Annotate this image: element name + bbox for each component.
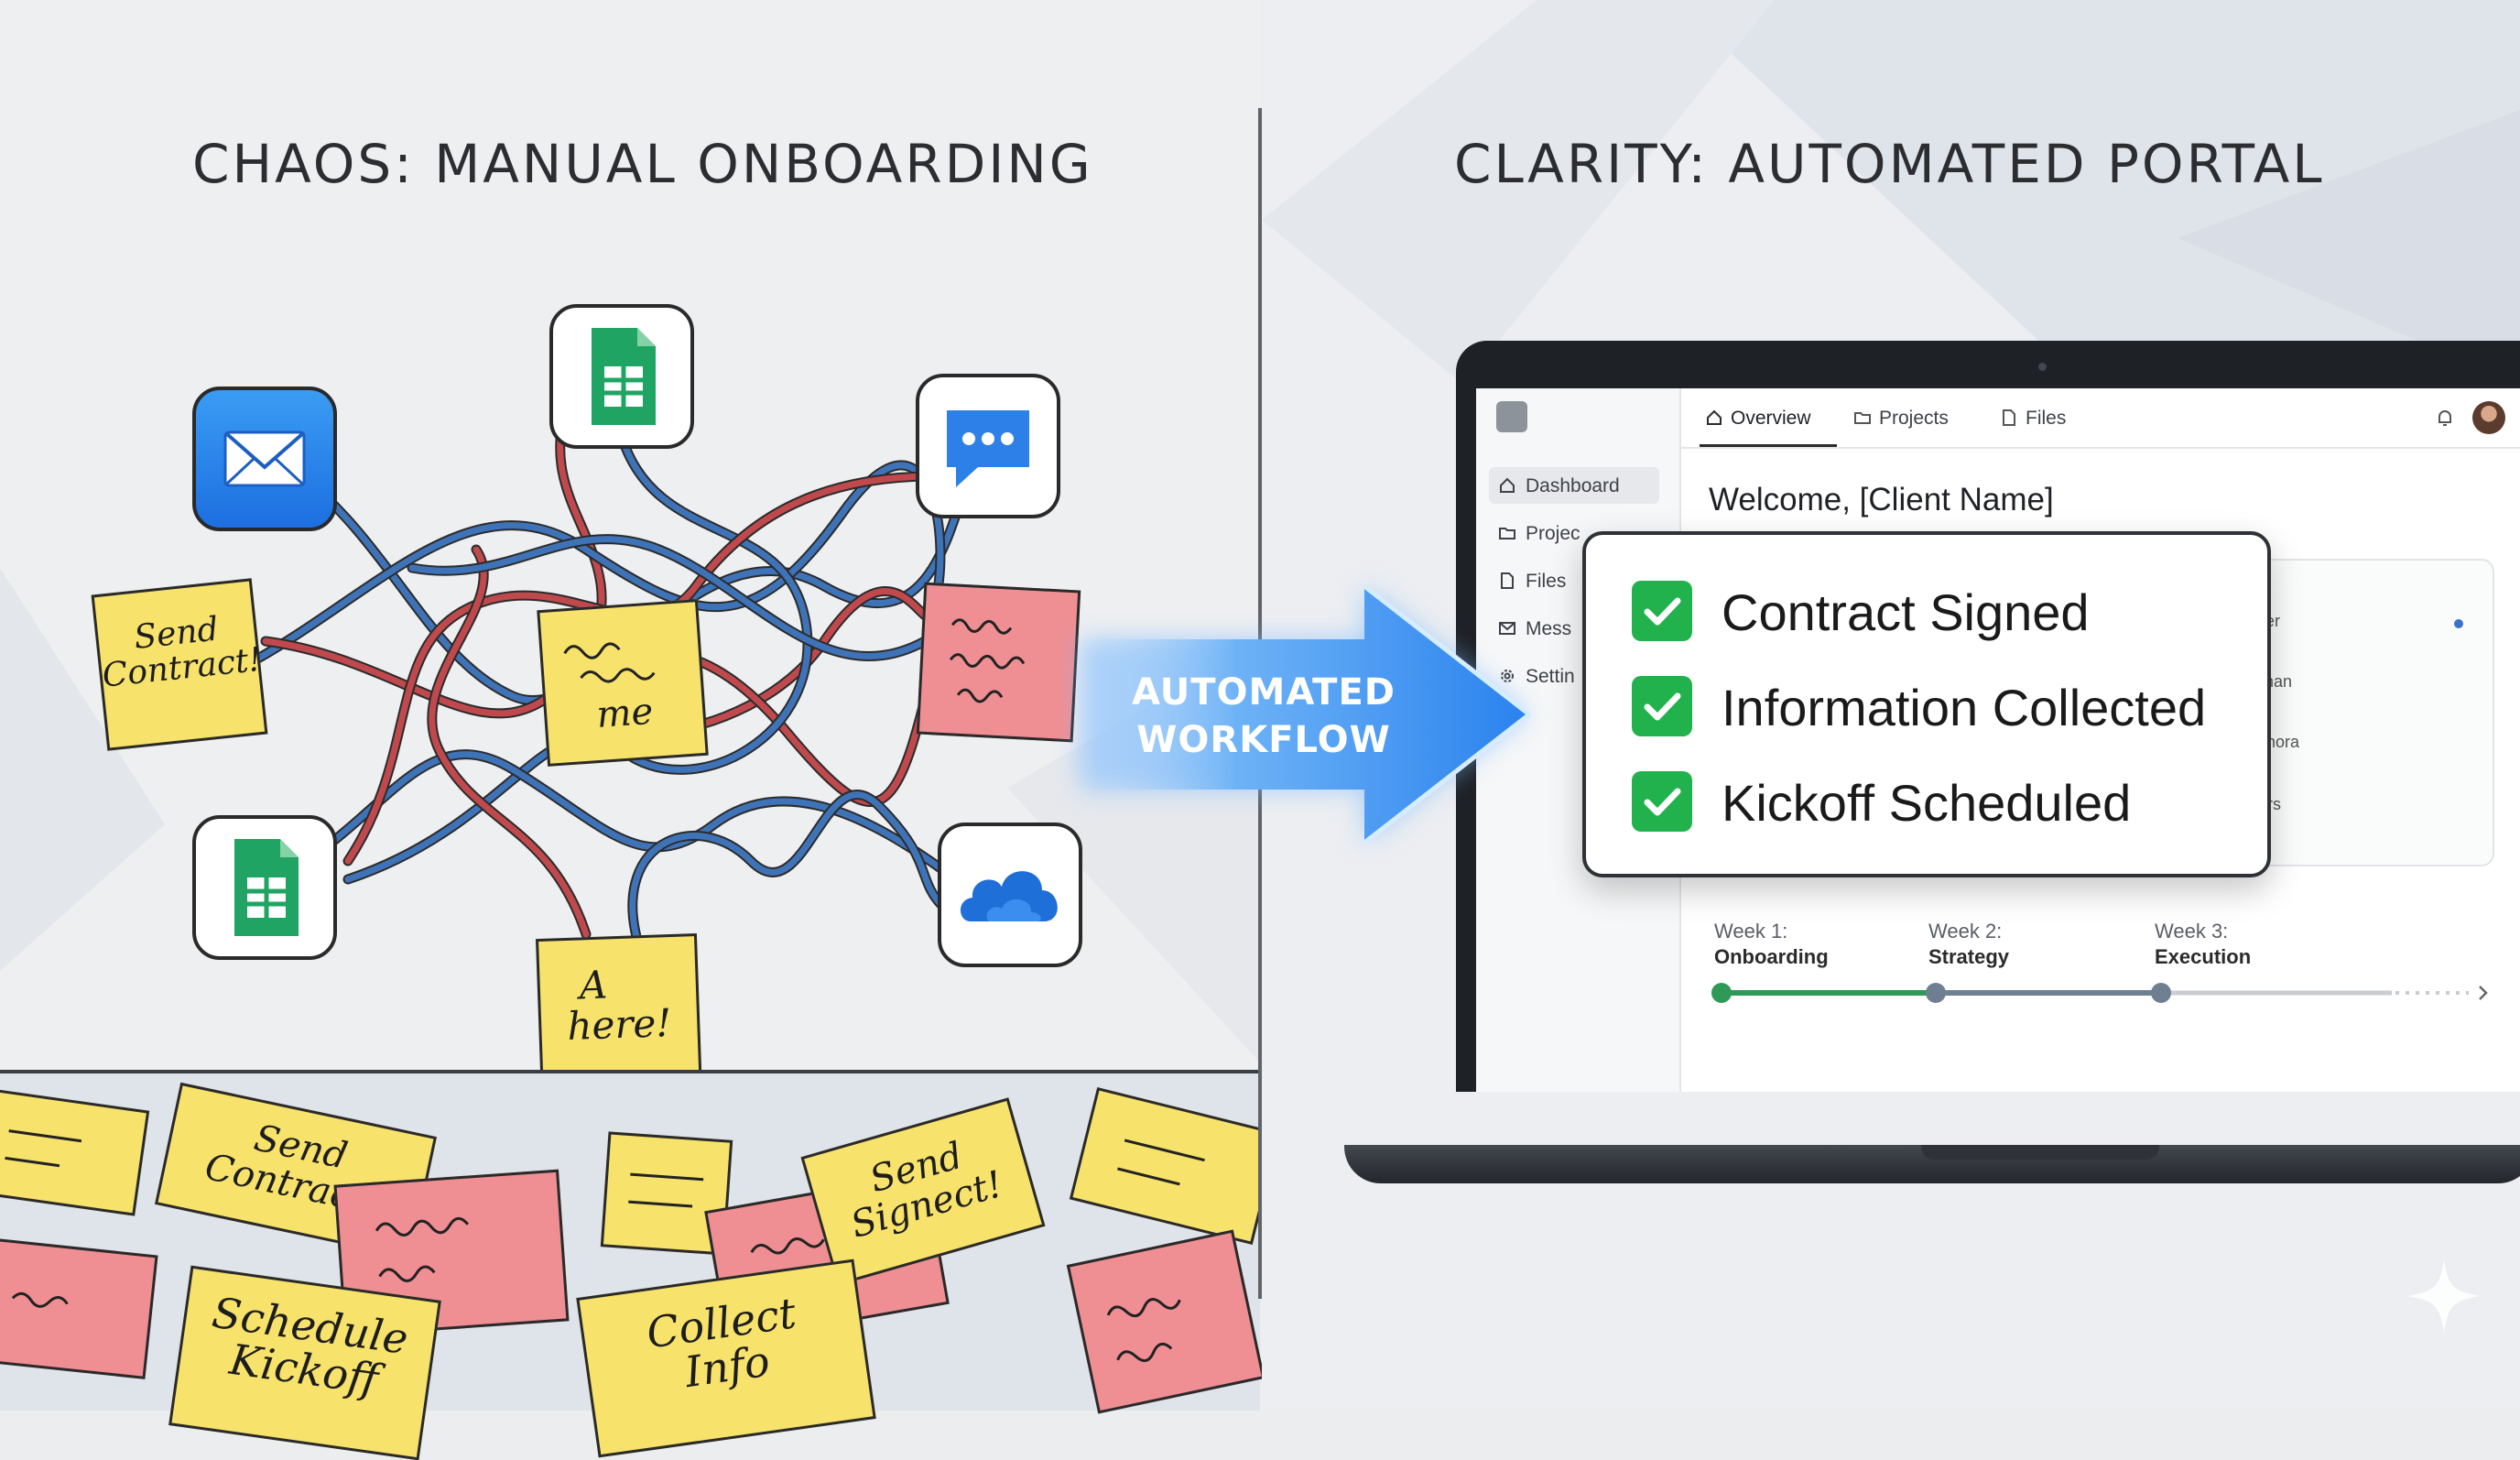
sticky-note: [1069, 1086, 1281, 1246]
sticky-note: Schedule Kickoff: [168, 1265, 441, 1460]
spreadsheet-icon: [549, 304, 694, 449]
laptop-camera: [2038, 363, 2047, 371]
mail-icon: [192, 387, 337, 531]
checklist-item: Kickoff Scheduled: [1722, 774, 2132, 832]
right-panel: CLARITY: AUTOMATED PORTAL Dashboard Proj…: [1262, 0, 2520, 1407]
top-bar: Overview Projects Files: [1679, 388, 2520, 449]
chaos-title: CHAOS: MANUAL ONBOARDING: [192, 133, 1093, 195]
sticky-note: [0, 1237, 158, 1379]
app-logo: [1496, 401, 1527, 432]
sticky-note: [916, 582, 1081, 743]
sidebar-item-label: Dashboard: [1526, 475, 1620, 496]
check-icon: [1632, 676, 1692, 736]
tab-label: Overview: [1731, 408, 1811, 429]
sticky-note: [600, 1131, 733, 1256]
folder-icon: [1499, 528, 1515, 539]
tab-label: Projects: [1879, 408, 1949, 429]
check-icon: [1632, 581, 1692, 641]
arrow-label: AUTOMATED WORKFLOW: [1081, 669, 1447, 764]
spreadsheet-icon: [192, 815, 337, 960]
timeline-week: Week 1:: [1714, 920, 1788, 942]
sidebar-item-label: Mess: [1526, 618, 1572, 639]
sidebar-item-projects[interactable]: Projec: [1489, 515, 1659, 551]
file-icon: [1501, 572, 1514, 589]
sticky-note: [0, 1088, 150, 1216]
sparkle-icon: [2407, 1259, 2481, 1333]
timeline-track: [1711, 983, 2488, 1003]
timeline-week: Week 2:: [1928, 920, 2003, 942]
sidebar-item-dashboard[interactable]: Dashboard: [1489, 467, 1659, 504]
tab-overview[interactable]: Overview: [1700, 388, 1837, 447]
sticky-note: [333, 1169, 570, 1337]
timeline-label: Onboarding: [1714, 945, 1829, 968]
mail-icon: [1499, 622, 1515, 635]
sticky-note: Send Contract!: [91, 578, 268, 751]
left-panel: CHAOS: MANUAL ONBOARDING: [0, 0, 1281, 1460]
laptop-notch: [1921, 1145, 2159, 1160]
sidebar-item-label: Projec: [1526, 523, 1580, 544]
sidebar-item-label: Files: [1526, 571, 1567, 592]
arrow-label-line: WORKFLOW: [1136, 719, 1391, 761]
check-icon: [1632, 771, 1692, 832]
home-icon: [1707, 409, 1722, 425]
avatar[interactable]: [2472, 401, 2505, 434]
timeline-label: Execution: [2155, 945, 2252, 968]
tab-files[interactable]: Files: [1996, 388, 2088, 447]
bell-icon[interactable]: [2434, 407, 2456, 429]
checklist-card: Contract Signed Information Collected Ki…: [1582, 531, 2271, 877]
sticky-note: me: [537, 599, 709, 767]
sticky-note: [1066, 1229, 1265, 1414]
checklist-item: Contract Signed: [1722, 583, 2090, 641]
arrow-label-line: AUTOMATED: [1132, 671, 1396, 714]
scribble: [563, 642, 656, 683]
gear-icon: [1501, 670, 1514, 682]
welcome-heading: Welcome, [Client Name]: [1709, 482, 2054, 518]
workflow-arrow: [1081, 584, 1532, 844]
file-icon: [2003, 409, 2015, 426]
tab-label: Files: [2026, 408, 2067, 429]
status-dot: [2454, 619, 2463, 628]
sidebar-item-files[interactable]: Files: [1489, 562, 1659, 599]
folder-icon: [1854, 412, 1871, 424]
sidebar-item-label: Settin: [1526, 666, 1575, 687]
home-icon: [1500, 477, 1515, 493]
timeline: Week 1: Onboarding Week 2: Strategy Week…: [1709, 920, 2496, 1020]
background-shapes: [1262, 0, 2520, 385]
scribble: [949, 618, 1026, 703]
checklist-item: Information Collected: [1722, 679, 2207, 736]
sidebar-item-settings[interactable]: Settin: [1489, 658, 1659, 694]
timeline-label: Strategy: [1928, 945, 2010, 968]
cloud-icon: [938, 823, 1082, 967]
chat-icon: [916, 374, 1060, 518]
tab-projects[interactable]: Projects: [1850, 388, 1987, 447]
sidebar-item-messages[interactable]: Mess: [1489, 610, 1659, 647]
activity-label: mora: [2262, 733, 2300, 751]
clarity-title: CLARITY: AUTOMATED PORTAL: [1454, 133, 2325, 195]
timeline-week: Week 3:: [2155, 920, 2229, 942]
